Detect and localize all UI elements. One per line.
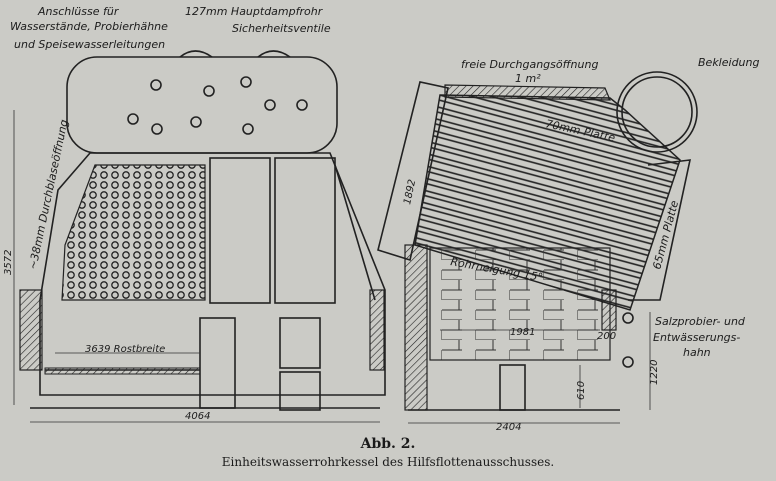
label-salt-valve: Salzprobier- und: [655, 315, 746, 328]
dim-width-right: 2404: [496, 422, 521, 433]
label-connections-3: und Speisewasserleitungen: [14, 38, 165, 51]
dim-200: 200: [597, 331, 616, 342]
label-main-steam: 127mm Hauptdampfrohr: [185, 5, 324, 18]
dim-1892: 1892: [402, 178, 418, 205]
label-salt-valve-3: hahn: [683, 346, 711, 359]
tube-plate: [61, 164, 206, 301]
label-salt-valve-2: Entwässerungs-: [653, 331, 740, 344]
dim-610: 610: [576, 381, 587, 400]
label-free-opening: freie Durchgangsöffnung: [461, 58, 598, 71]
side-view: [377, 71, 698, 424]
label-cladding: Bekleidung: [698, 56, 759, 69]
dim-width-left: 4064: [185, 411, 210, 422]
label-safety-valves: Sicherheitsventile: [232, 22, 331, 35]
boiler-casing: [39, 152, 386, 396]
brick-furnace: [429, 247, 611, 361]
upper-drum: [616, 71, 698, 153]
label-connections-2: Wasserstände, Probierhähne: [10, 20, 168, 33]
figure-number: Abb. 2.: [360, 436, 416, 452]
front-view: [13, 50, 386, 423]
label-free-opening-area: 1 m²: [515, 72, 541, 85]
drum-connections: [127, 76, 308, 135]
dim-1981: 1981: [510, 327, 535, 338]
drum-nozzles: [179, 50, 291, 58]
label-grate-width: 3639 Rostbreite: [85, 344, 165, 355]
dim-1220: 1220: [649, 360, 660, 385]
figure-caption: Einheitswasserrohrkessel des Hilfsflotte…: [221, 455, 555, 469]
label-connections: Anschlüsse für: [37, 5, 120, 18]
dim-height-left: 3572: [3, 250, 14, 275]
